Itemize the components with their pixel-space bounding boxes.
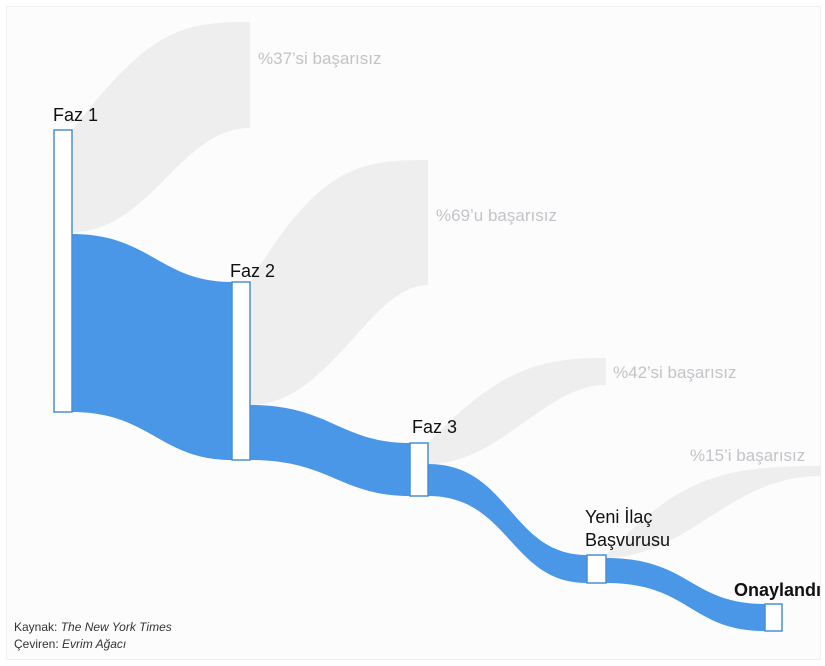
- stage-label-faz3: Faz 3: [412, 417, 457, 437]
- failure-label-yia: %15’i başarısız: [690, 446, 805, 465]
- translator-value: Evrim Ağacı: [62, 637, 127, 651]
- node-yia: [586, 554, 607, 584]
- source-credits: Kaynak: The New York Times Çeviren: Evri…: [14, 619, 172, 653]
- source-line: Kaynak: The New York Times: [14, 619, 172, 636]
- failure-label-faz2: %69’u başarısız: [436, 206, 557, 225]
- translator-line: Çeviren: Evrim Ağacı: [14, 636, 172, 653]
- stage-label-onay: Onaylandı: [734, 580, 821, 600]
- failure-flow-faz1: [72, 22, 250, 232]
- flow-faz2-faz3: [250, 405, 410, 496]
- stage-label-faz2: Faz 2: [230, 261, 275, 281]
- flow-faz1-faz2: [72, 234, 232, 460]
- stage-label-yia-line1: Yeni İlaç: [585, 507, 652, 527]
- flow-yia-onay: [606, 558, 765, 631]
- source-value: The New York Times: [60, 620, 172, 634]
- failure-flow-faz3: [428, 358, 606, 464]
- failure-flow-yia: [606, 466, 820, 558]
- failure-label-faz3: %42’si başarısız: [613, 363, 736, 382]
- translator-label: Çeviren:: [14, 637, 59, 651]
- node-faz2: [231, 281, 251, 461]
- node-onay: [764, 603, 783, 632]
- source-label: Kaynak:: [14, 620, 58, 634]
- node-faz3: [409, 442, 429, 497]
- stage-label-faz1: Faz 1: [53, 105, 98, 125]
- stage-label-yia-line2: Başvurusu: [585, 530, 670, 550]
- failure-flow-faz2: [250, 160, 428, 405]
- flow-faz3-yia: [428, 464, 587, 583]
- failure-label-faz1: %37’si başarısız: [258, 49, 381, 68]
- node-faz1: [53, 129, 73, 413]
